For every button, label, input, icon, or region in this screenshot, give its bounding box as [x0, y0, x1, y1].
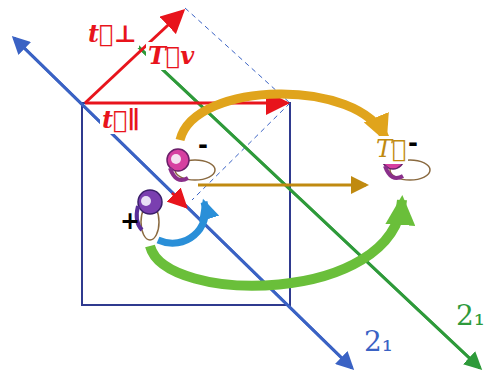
screw-axis	[112, 22, 480, 368]
operation-arrow	[150, 200, 402, 286]
charge-sign: -	[406, 130, 420, 158]
charge-sign: +	[118, 208, 142, 236]
motif-figure	[137, 190, 162, 240]
dashed-guide	[185, 8, 290, 103]
screw-axis	[112, 22, 480, 368]
translation-arrow	[198, 184, 366, 187]
charge-sign: -	[196, 132, 210, 160]
vector-label: t⃗∥	[100, 106, 142, 134]
vector-label: T⃗v	[146, 42, 196, 70]
axis-label: 2₁	[362, 326, 395, 358]
vector-label: t⃗⊥	[86, 20, 139, 48]
operation-arrow	[158, 202, 205, 243]
operation-arrow	[180, 94, 385, 140]
axis-label: 2₁	[454, 300, 487, 332]
vector-arrow	[85, 102, 287, 105]
vector-arrow	[172, 193, 186, 207]
vector-label: T⃗	[374, 136, 408, 164]
